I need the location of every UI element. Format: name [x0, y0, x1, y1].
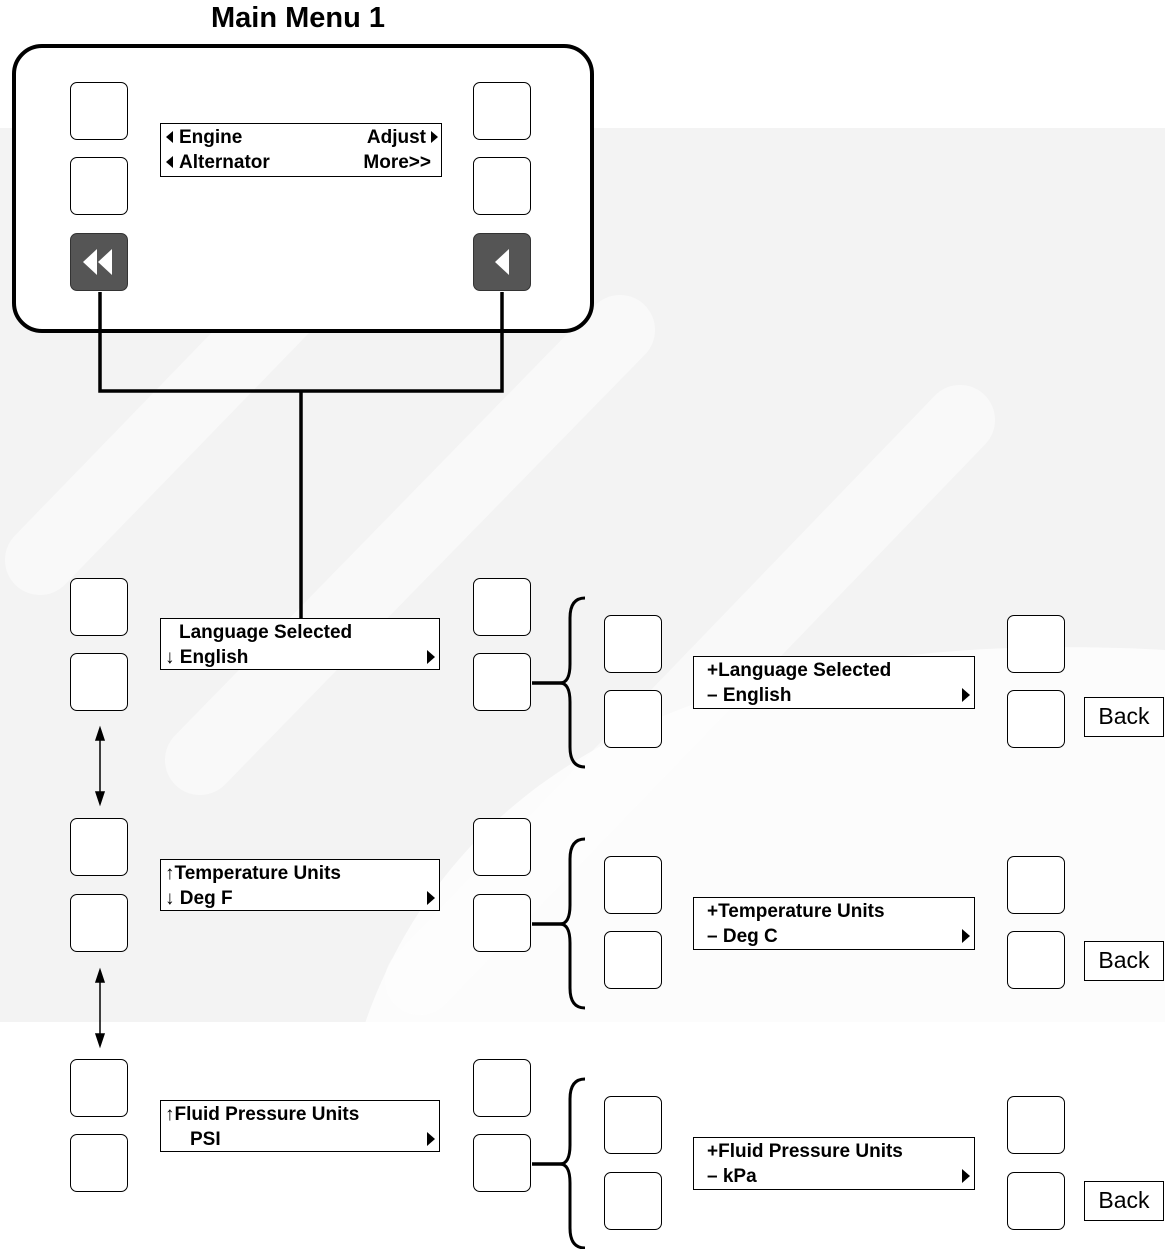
row1-right-key-2[interactable]	[473, 653, 531, 711]
row2-edit-right-key-1[interactable]	[1007, 856, 1065, 914]
main-right-key-2[interactable]	[473, 157, 531, 215]
engine-label: Engine	[179, 127, 243, 148]
main-left-nav-key[interactable]	[70, 233, 128, 291]
row2-line2: ↓ Deg F	[165, 888, 233, 909]
row3-left-key-2[interactable]	[70, 1134, 128, 1192]
row2-left-key-2[interactable]	[70, 894, 128, 952]
row2-left-key-1[interactable]	[70, 818, 128, 876]
adjust-arrow-icon	[431, 131, 438, 143]
row2-right-key-1[interactable]	[473, 818, 531, 876]
row1-edit-left-key-2[interactable]	[604, 690, 662, 748]
main-right-key-1[interactable]	[473, 82, 531, 140]
row3-select-arrow-icon	[427, 1132, 435, 1146]
row1-edit-arrow-icon	[962, 688, 970, 702]
row3-edit-line2: – kPa	[707, 1166, 757, 1187]
row2-edit-left-key-1[interactable]	[604, 856, 662, 914]
row2-edit-line1: +Temperature Units	[707, 901, 885, 922]
adjust-label: Adjust	[366, 127, 426, 148]
row1-edit-right-key-1[interactable]	[1007, 615, 1065, 673]
row1-back-button[interactable]: Back	[1084, 697, 1164, 737]
row2-line1: ↑Temperature Units	[165, 863, 341, 884]
row3-edit-right-key-1[interactable]	[1007, 1096, 1065, 1154]
row1-edit-line1: +Language Selected	[707, 660, 892, 681]
alternator-arrow-icon	[166, 156, 173, 168]
row3-right-key-2[interactable]	[473, 1134, 531, 1192]
row3-display: ↑Fluid Pressure Units PSI	[160, 1100, 440, 1152]
main-left-key-1[interactable]	[70, 82, 128, 140]
row3-edit-left-key-2[interactable]	[604, 1172, 662, 1230]
row2-edit-right-key-2[interactable]	[1007, 931, 1065, 989]
row1-line2: ↓ English	[165, 647, 249, 668]
row2-select-arrow-icon	[427, 891, 435, 905]
row1-edit-right-key-2[interactable]	[1007, 690, 1065, 748]
row3-edit-left-key-1[interactable]	[604, 1096, 662, 1154]
diagram-title: Main Menu 1	[210, 2, 385, 34]
left-arrow-icon	[495, 249, 509, 275]
row2-back-button[interactable]: Back	[1084, 941, 1164, 981]
row3-back-button[interactable]: Back	[1084, 1181, 1164, 1221]
row3-line1: ↑Fluid Pressure Units	[165, 1104, 360, 1125]
row2-edit-display: +Temperature Units – Deg C	[693, 897, 975, 950]
row1-right-key-1[interactable]	[473, 578, 531, 636]
row3-edit-line1: +Fluid Pressure Units	[707, 1141, 903, 1162]
row3-edit-display: +Fluid Pressure Units – kPa	[693, 1137, 975, 1190]
row1-edit-left-key-1[interactable]	[604, 615, 662, 673]
row3-left-key-1[interactable]	[70, 1059, 128, 1117]
double-left-arrow-icon	[83, 249, 112, 275]
main-right-nav-key[interactable]	[473, 233, 531, 291]
row3-edit-arrow-icon	[962, 1169, 970, 1183]
main-left-key-2[interactable]	[70, 157, 128, 215]
row1-edit-display: +Language Selected – English	[693, 656, 975, 709]
row2-edit-line2: – Deg C	[707, 926, 778, 947]
engine-arrow-icon	[166, 131, 173, 143]
row1-display: Language Selected ↓ English	[160, 618, 440, 670]
row1-edit-line2: – English	[707, 685, 792, 706]
row2-right-key-2[interactable]	[473, 894, 531, 952]
row3-right-key-1[interactable]	[473, 1059, 531, 1117]
row1-select-arrow-icon	[427, 650, 435, 664]
row2-edit-arrow-icon	[962, 929, 970, 943]
row1-left-key-2[interactable]	[70, 653, 128, 711]
row3-line2: PSI	[190, 1129, 221, 1150]
row3-edit-right-key-2[interactable]	[1007, 1172, 1065, 1230]
row1-left-key-1[interactable]	[70, 578, 128, 636]
row2-display: ↑Temperature Units ↓ Deg F	[160, 859, 440, 911]
more-label: More>>	[363, 152, 431, 173]
main-menu-display: Engine Adjust Alternator More>>	[160, 123, 442, 177]
row1-line1: Language Selected	[179, 622, 353, 643]
row2-edit-left-key-2[interactable]	[604, 931, 662, 989]
alternator-label: Alternator	[179, 152, 270, 173]
